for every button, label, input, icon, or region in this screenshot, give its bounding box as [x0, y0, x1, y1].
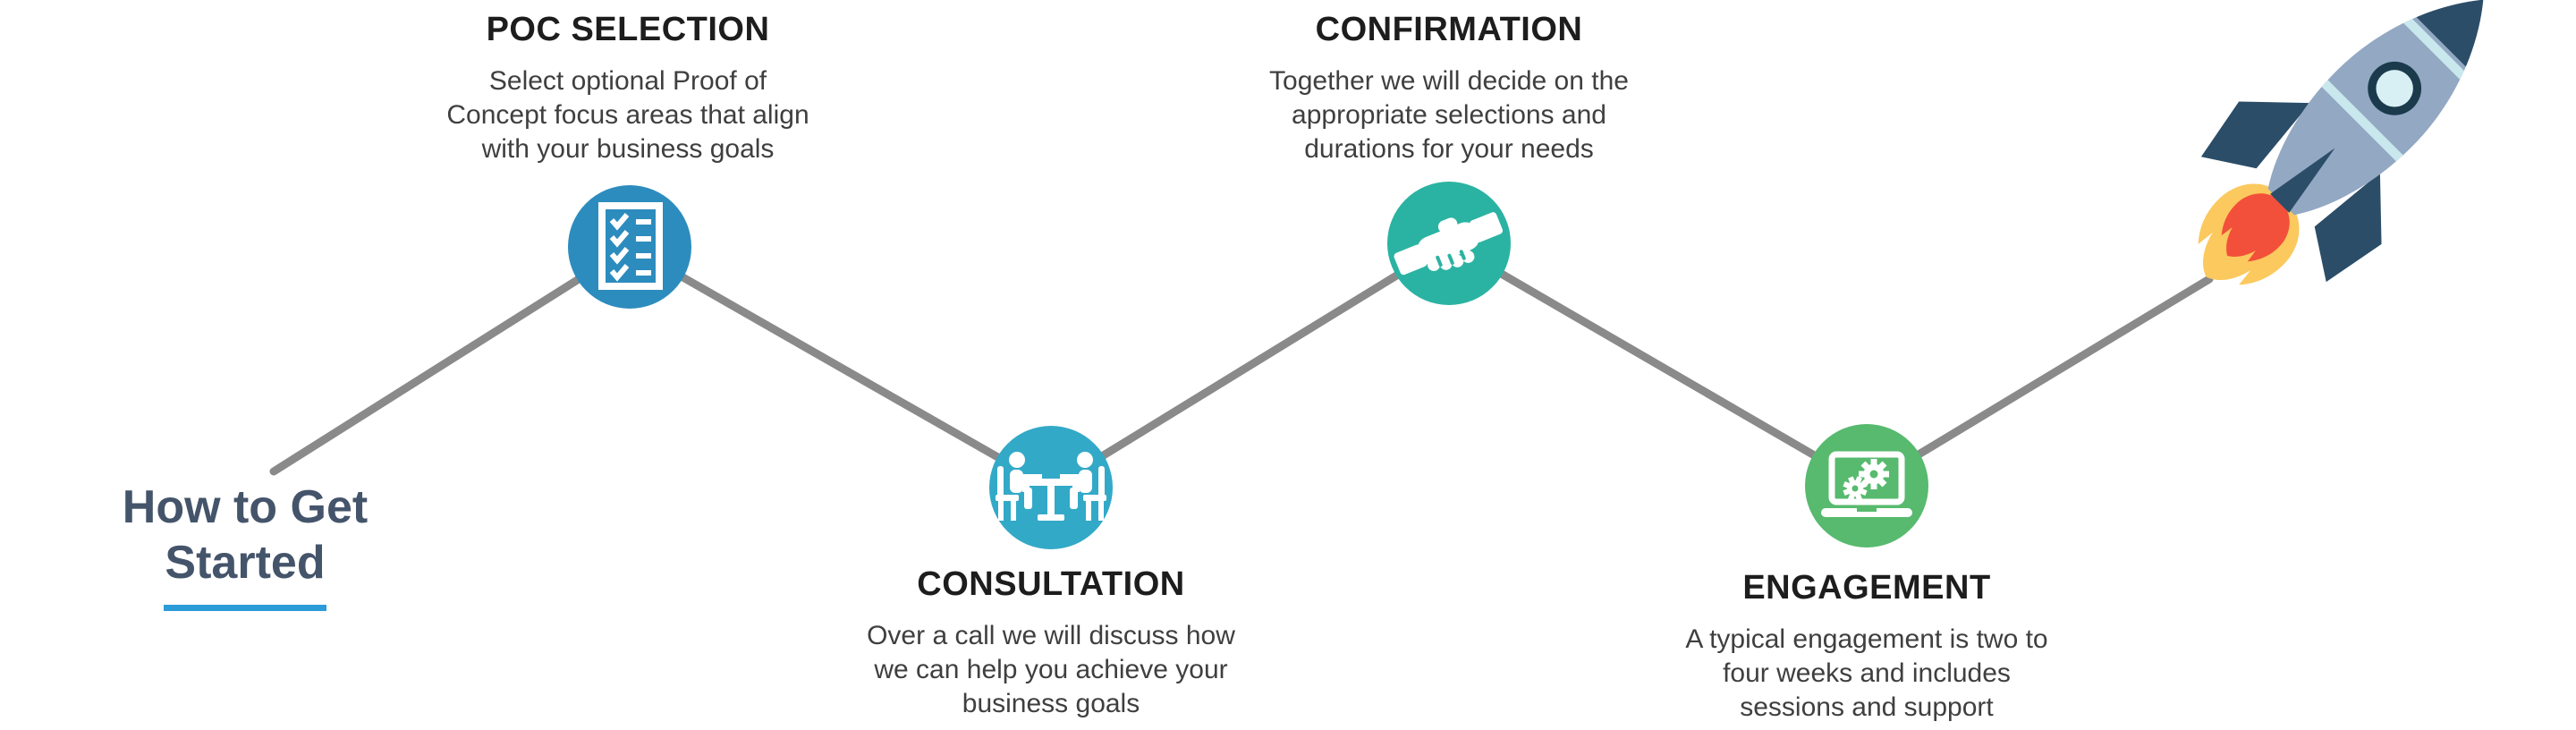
step-heading: CONFIRMATION: [1315, 11, 1583, 48]
step-marker-engagement: [1805, 424, 1928, 548]
step-poc-selection: POC SELECTION Select optional Proof of C…: [395, 9, 860, 166]
step-description-line: Over a call we will discuss how: [867, 621, 1235, 650]
laptop-notch: [1857, 508, 1877, 512]
step-description-line: with your business goals: [481, 134, 775, 164]
gear-small: [1843, 476, 1868, 501]
step-description-line: appropriate selections and: [1292, 100, 1606, 130]
step-description-line: we can help you achieve your: [874, 655, 1228, 684]
handshake-icon: [1394, 212, 1504, 276]
step-description-line: business goals: [962, 689, 1140, 718]
step-description-line: four weeks and includes: [1723, 658, 2011, 688]
step-engagement: ENGAGEMENT A typical engagement is two t…: [1634, 567, 2099, 725]
rocket-icon: [2198, 0, 2484, 285]
meeting-icon: [996, 452, 1106, 521]
rocket-stripe-upper: [2394, 6, 2477, 89]
rocket-stripe-lower: [2318, 76, 2407, 166]
rocket-tail-slit: [2270, 148, 2335, 213]
step-heading: CONSULTATION: [917, 565, 1185, 603]
title-underline: [164, 605, 326, 611]
step-description-line: Select optional Proof of: [488, 66, 767, 96]
rocket-flame-inner: [2221, 193, 2290, 262]
step-description-line: Concept focus areas that align: [446, 100, 809, 130]
laptop-gears-icon: [1821, 451, 1912, 517]
step-marker-confirmation: [1387, 182, 1511, 305]
process-path-line: [269, 239, 2214, 492]
step-heading: ENGAGEMENT: [1742, 569, 1991, 607]
step-consultation: CONSULTATION Over a call we will discuss…: [818, 564, 1284, 721]
rocket-fin-left: [2200, 101, 2310, 169]
rocket-fin-right: [2314, 173, 2382, 283]
checklist-icon: [598, 202, 663, 290]
step-heading: POC SELECTION: [486, 11, 770, 48]
page-title-line: Started: [165, 537, 326, 589]
step-description-line: Together we will decide on the: [1269, 66, 1629, 96]
step-description-line: A typical engagement is two to: [1685, 624, 2048, 654]
step-confirmation: CONFIRMATION Together we will decide on …: [1216, 9, 1682, 166]
step-marker-consultation: [989, 426, 1113, 549]
rocket-window-glass: [2376, 70, 2413, 107]
page-title: How to Get Started: [75, 480, 415, 611]
step-marker-poc-selection: [568, 185, 691, 309]
page-title-line: How to Get: [122, 481, 369, 533]
rocket-nose-tip: [2416, 0, 2484, 67]
step-description-line: sessions and support: [1740, 692, 1994, 722]
step-description-line: durations for your needs: [1304, 134, 1594, 164]
